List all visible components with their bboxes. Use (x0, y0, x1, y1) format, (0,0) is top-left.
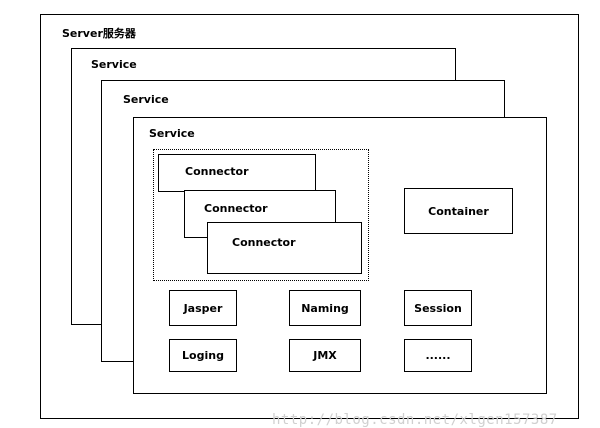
service-label-1: Service (91, 58, 137, 71)
container-label: Container (428, 204, 489, 218)
ellipsis-label: ...... (425, 349, 451, 362)
session-box: Session (404, 290, 472, 326)
ellipsis-box: ...... (404, 339, 472, 372)
service-label-3: Service (149, 127, 195, 140)
connector-label-3: Connector (232, 236, 296, 249)
container-box: Container (404, 188, 513, 234)
connector-label-1: Connector (185, 165, 249, 178)
loging-label: Loging (182, 349, 224, 362)
connector-label-2: Connector (204, 202, 268, 215)
watermark: http://blog.csdn.net/xlgen157387 (272, 412, 558, 428)
jmx-label: JMX (313, 349, 337, 362)
session-label: Session (414, 301, 462, 315)
jasper-box: Jasper (169, 290, 237, 326)
server-label: Server服务器 (62, 27, 136, 40)
jmx-box: JMX (289, 339, 361, 372)
naming-box: Naming (289, 290, 361, 326)
loging-box: Loging (169, 339, 237, 372)
connector-box-3: Connector (207, 222, 362, 274)
jasper-label: Jasper (183, 301, 223, 315)
connector-group (153, 149, 369, 281)
connector-box-1: Connector (158, 154, 316, 192)
naming-label: Naming (301, 301, 349, 315)
service-label-2: Service (123, 93, 169, 106)
